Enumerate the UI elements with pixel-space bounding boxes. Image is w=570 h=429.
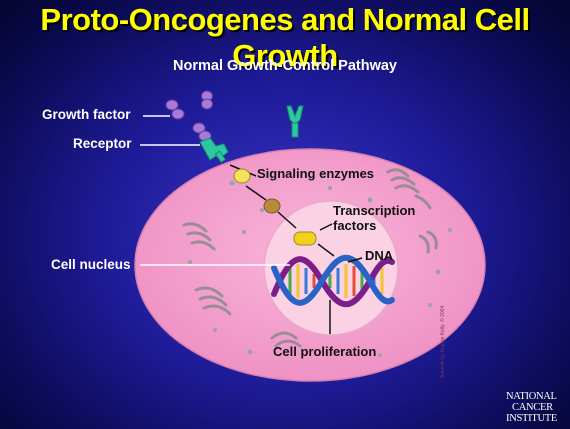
- label-signaling-enzymes: Signaling enzymes: [257, 166, 375, 181]
- slide-title: Proto-Oncogenes and Normal Cell Growth: [40, 2, 530, 73]
- logo-line-3: INSTITUTE: [506, 413, 557, 424]
- transcription-factor: [293, 231, 317, 246]
- label-dna: DNA: [365, 248, 394, 263]
- dna-helix: [271, 254, 395, 308]
- receptor-unbound: [286, 105, 304, 138]
- label-growth-factor: Growth factor: [42, 107, 131, 122]
- nci-logo: NATIONAL CANCER INSTITUTE: [506, 391, 568, 424]
- label-cell-nucleus: Cell nucleus: [51, 257, 131, 272]
- label-leaders: [140, 115, 290, 266]
- tf-leader: [319, 223, 333, 231]
- label-factors: factors: [333, 218, 377, 233]
- dna-leader: [347, 257, 363, 263]
- logo-line-2: CANCER: [512, 402, 553, 413]
- organelles: [182, 168, 438, 348]
- label-cell-proliferation: Cell proliferation: [273, 344, 377, 359]
- logo-line-1: NATIONAL: [506, 391, 557, 402]
- artwork-credit: Artwork by Jeanne Kelly. © 2004.: [440, 304, 446, 378]
- slide-subtitle: Normal Growth-Control Pathway: [173, 58, 397, 74]
- label-receptor: Receptor: [73, 136, 132, 151]
- growth-factor-molecules: [165, 90, 213, 142]
- vesicles: [188, 180, 452, 357]
- signaling-enzyme-brown: [263, 198, 281, 214]
- label-transcription: Transcription: [333, 203, 416, 218]
- signaling-enzyme-yellow: [233, 168, 251, 184]
- pathway-connectors: [229, 164, 335, 334]
- receptor-bound: [199, 137, 229, 163]
